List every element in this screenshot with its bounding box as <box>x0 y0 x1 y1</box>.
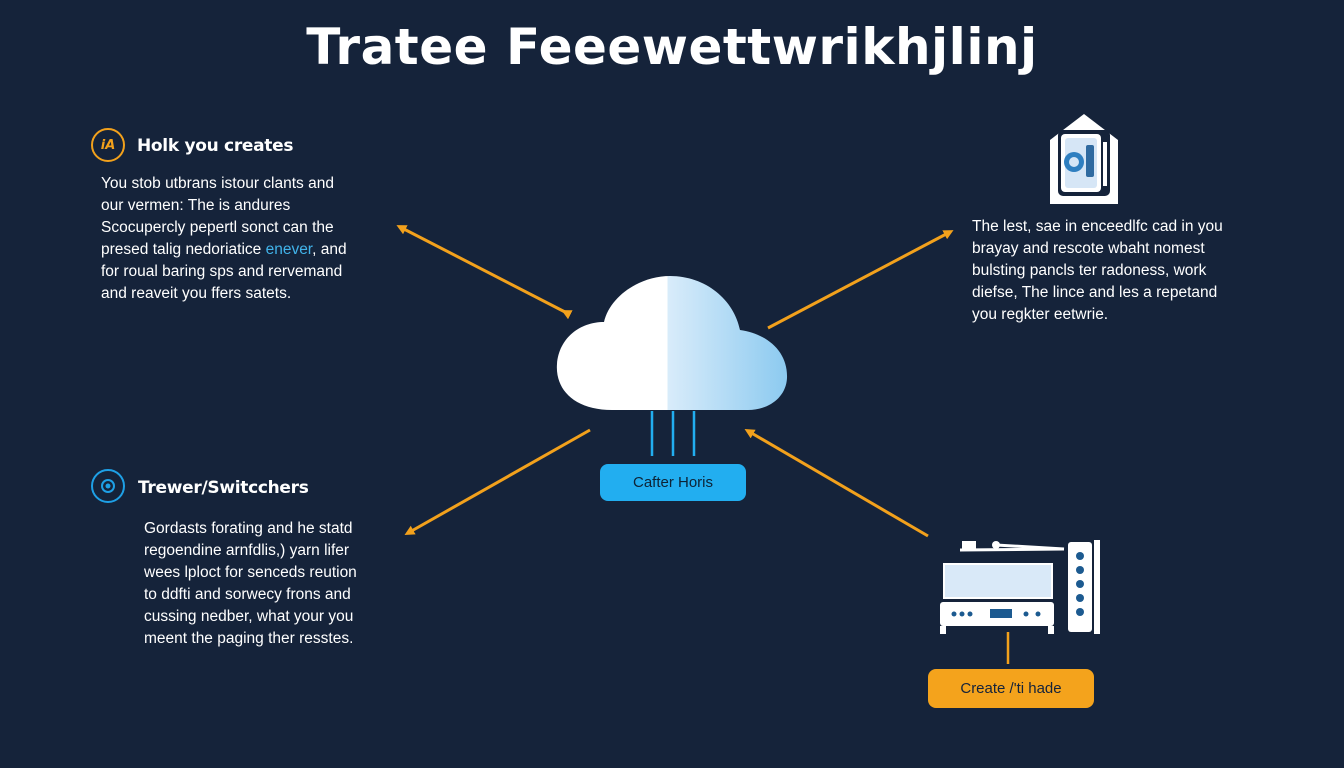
left-top-paragraph: You stob utbrans istour clants and our v… <box>101 173 347 305</box>
left-bottom-line: cussing nedber, what your you <box>144 608 354 625</box>
arrow-left-bottom <box>404 428 591 535</box>
left-bottom-line: meent the paging ther resstes. <box>144 630 354 647</box>
right-top-line: The lest, sae in enceedlfc cad in you <box>972 218 1223 235</box>
left-top-line-start: presed talig nedoriatice <box>101 241 266 258</box>
create-hade-label: Create /'ti hade <box>960 680 1062 697</box>
target-icon <box>91 469 125 503</box>
cloud-label-text: Cafter Horis <box>632 474 714 491</box>
left-top-line: for roual baring sps and rervemand <box>101 263 343 280</box>
right-top-paragraph: The lest, sae in enceedlfc cad in you br… <box>972 216 1223 326</box>
server-safe-icon <box>1050 114 1118 204</box>
cloud-icon <box>556 276 788 456</box>
left-top-line: our vermen: The is andures <box>101 197 291 214</box>
arrow-bottom-right <box>744 428 929 538</box>
left-bottom-line: regoendine arnfdlis,) yarn lifer <box>144 542 350 559</box>
highlight-word: enever <box>265 241 313 258</box>
right-top-line: brayay and rescote wbaht nomest <box>972 240 1205 257</box>
left-bottom-line: wees lploct for senceds reution <box>144 564 357 581</box>
left-bottom-heading: Trewer/Switcchers <box>138 478 309 498</box>
right-top-line: you regkter eetwrie. <box>972 306 1109 323</box>
right-top-line: diefse, The lince and les a repetand <box>972 284 1218 301</box>
cloud-label-pill[interactable]: Cafter Horis <box>600 464 746 501</box>
left-bottom-line: to ddfti and sorwecy frons and <box>144 586 351 603</box>
page-title: Tratee Feeewettwrikhjlinj <box>306 18 1038 76</box>
left-top-line-end: , and <box>312 241 347 258</box>
arrow-right-top <box>767 230 954 330</box>
ia-badge-text: iA <box>100 137 116 153</box>
left-top-line: and reaveit you ffers satets. <box>101 285 292 302</box>
left-bottom-paragraph: Gordasts forating and he statd regoendin… <box>144 518 357 650</box>
network-hardware-icon <box>940 540 1100 664</box>
ia-badge-icon: iA <box>91 128 125 162</box>
left-top-heading: Holk you creates <box>137 136 294 156</box>
create-hade-button[interactable]: Create /'ti hade <box>928 669 1094 708</box>
left-top-line: presed talig nedoriatice enever, and <box>101 239 347 261</box>
right-top-line: bulsting pancls ter radoness, work <box>972 262 1207 279</box>
left-top-line: Scocupercly pepertl sonct can the <box>101 219 334 236</box>
connector-arrows <box>396 225 954 538</box>
arrow-left-top <box>396 225 573 320</box>
left-top-line: You stob utbrans istour clants and <box>101 175 334 192</box>
left-bottom-line: Gordasts forating and he statd <box>144 520 353 537</box>
